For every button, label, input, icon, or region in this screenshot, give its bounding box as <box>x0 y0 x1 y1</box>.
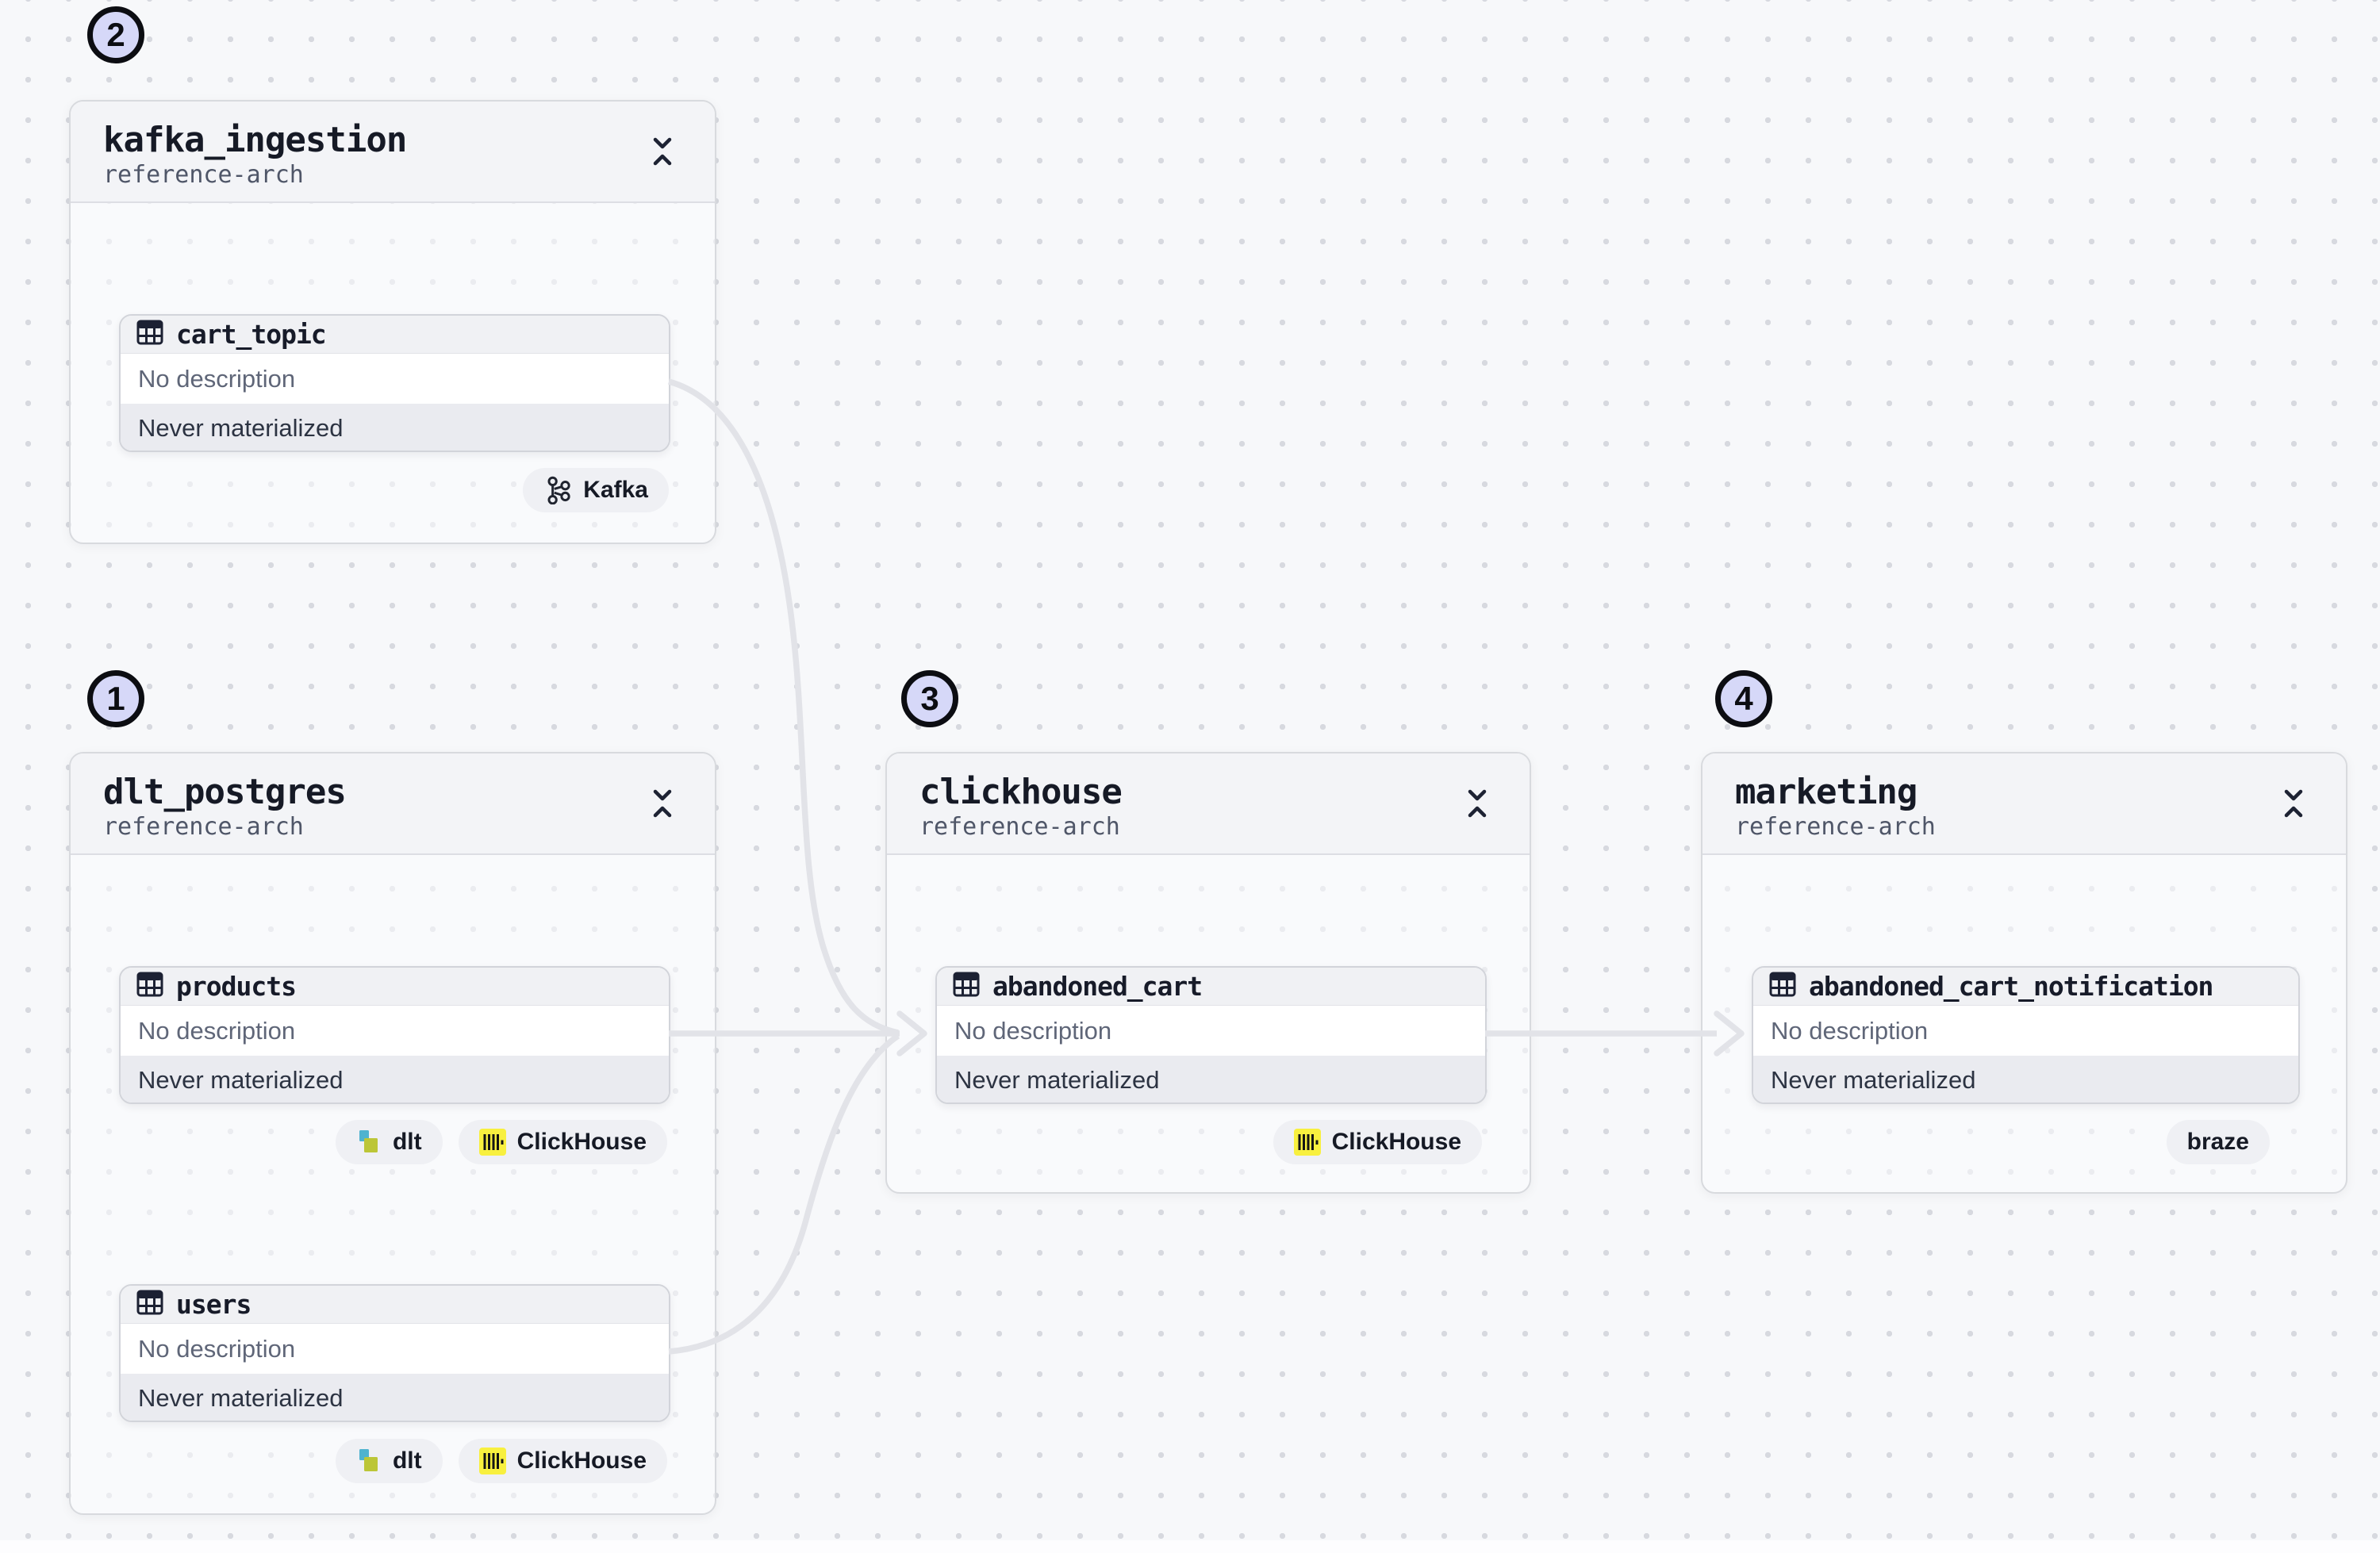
asset-name: abandoned_cart_notification <box>1809 971 2213 1002</box>
collapse-vertical-icon <box>2281 786 2306 823</box>
kind-tag-clickhouse: ClickHouse <box>458 1439 667 1483</box>
dlt-icon <box>356 1129 382 1155</box>
dlt-icon <box>356 1448 382 1474</box>
asset-group-kafka-ingestion[interactable]: kafka_ingestion reference-arch cart_topi… <box>69 100 716 544</box>
collapse-button[interactable] <box>2273 784 2314 825</box>
group-subtitle: reference-arch <box>1735 813 1936 842</box>
kind-tag-braze: braze <box>2166 1120 2270 1164</box>
step-badge-2: 2 <box>87 6 144 63</box>
collapse-vertical-icon <box>1464 786 1490 823</box>
asset-name: products <box>176 971 297 1002</box>
collapse-button[interactable] <box>642 132 683 173</box>
kind-tag-label: braze <box>2186 1129 2249 1155</box>
kind-tag-label: ClickHouse <box>1331 1129 1461 1155</box>
asset-node-products[interactable]: products No description Never materializ… <box>119 966 670 1104</box>
table-icon <box>953 971 980 1002</box>
asset-group-marketing[interactable]: marketing reference-arch abandoned_cart_… <box>1701 752 2347 1194</box>
group-header[interactable]: clickhouse reference-arch <box>887 753 1530 855</box>
group-header[interactable]: marketing reference-arch <box>1702 753 2346 855</box>
table-icon <box>136 971 163 1002</box>
step-badge-1: 1 <box>87 670 144 727</box>
collapse-button[interactable] <box>642 784 683 825</box>
group-subtitle: reference-arch <box>103 813 304 842</box>
asset-description: No description <box>121 354 669 404</box>
collapse-vertical-icon <box>650 134 675 171</box>
asset-status: Never materialized <box>1753 1056 2298 1102</box>
kind-tag-label: ClickHouse <box>516 1129 647 1155</box>
group-header[interactable]: dlt_postgres reference-arch <box>71 753 715 855</box>
asset-status: Never materialized <box>121 1374 669 1421</box>
asset-description: No description <box>1753 1006 2298 1056</box>
clickhouse-icon <box>1293 1129 1321 1156</box>
kind-tag-label: ClickHouse <box>516 1448 647 1474</box>
clickhouse-icon <box>478 1448 506 1474</box>
group-subtitle: reference-arch <box>919 813 1120 842</box>
kind-tag-dlt: dlt <box>335 1439 443 1483</box>
step-badge-3: 3 <box>901 670 958 727</box>
collapse-button[interactable] <box>1457 784 1498 825</box>
asset-node-abandoned-cart-notification[interactable]: abandoned_cart_notification No descripti… <box>1752 966 2300 1104</box>
canvas-bottom-fade <box>0 1540 2380 1553</box>
asset-node-cart-topic[interactable]: cart_topic No description Never material… <box>119 314 670 452</box>
table-icon <box>136 1289 163 1320</box>
group-header[interactable]: kafka_ingestion reference-arch <box>71 102 715 203</box>
kind-tag-label: Kafka <box>583 477 648 503</box>
group-title: kafka_ingestion <box>103 120 407 160</box>
table-icon <box>136 319 163 350</box>
kind-tag-kafka: Kafka <box>523 468 669 512</box>
table-icon <box>1769 971 1796 1002</box>
group-title: clickhouse <box>919 772 1123 812</box>
asset-description: No description <box>121 1006 669 1056</box>
asset-status: Never materialized <box>121 1056 669 1102</box>
asset-status: Never materialized <box>121 404 669 451</box>
asset-node-abandoned-cart[interactable]: abandoned_cart No description Never mate… <box>935 966 1487 1104</box>
collapse-vertical-icon <box>650 786 675 823</box>
asset-description: No description <box>121 1324 669 1374</box>
asset-name: cart_topic <box>176 319 327 350</box>
kind-tag-label: dlt <box>392 1129 422 1155</box>
asset-name: users <box>176 1289 251 1320</box>
kind-tag-dlt: dlt <box>335 1120 443 1164</box>
asset-name: abandoned_cart <box>992 971 1203 1002</box>
asset-status: Never materialized <box>937 1056 1485 1102</box>
group-title: dlt_postgres <box>103 772 347 812</box>
group-title: marketing <box>1735 772 1917 812</box>
kind-tag-clickhouse: ClickHouse <box>458 1120 667 1164</box>
kind-tag-label: dlt <box>392 1448 422 1474</box>
kind-tag-clickhouse: ClickHouse <box>1273 1120 1482 1164</box>
asset-group-clickhouse[interactable]: clickhouse reference-arch abandoned_cart… <box>885 752 1531 1194</box>
asset-description: No description <box>937 1006 1485 1056</box>
asset-group-dlt-postgres[interactable]: dlt_postgres reference-arch products No … <box>69 752 716 1515</box>
step-badge-4: 4 <box>1715 670 1772 727</box>
kafka-icon <box>543 476 572 504</box>
asset-node-users[interactable]: users No description Never materialized <box>119 1284 670 1422</box>
group-subtitle: reference-arch <box>103 161 304 190</box>
clickhouse-icon <box>478 1129 506 1156</box>
